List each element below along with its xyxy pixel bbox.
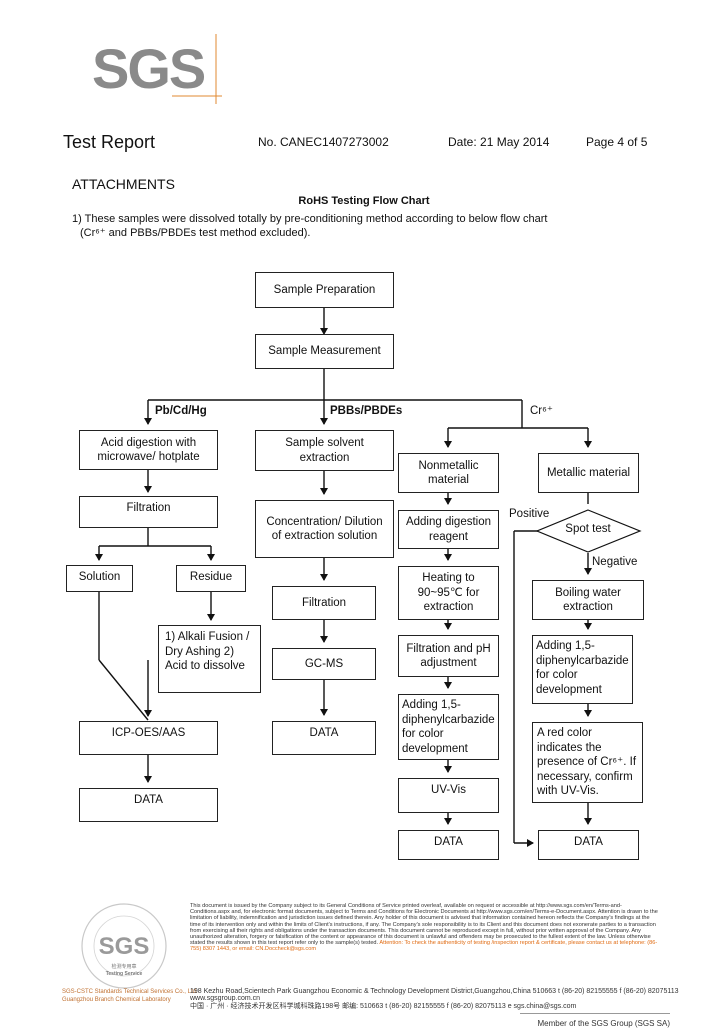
sample-measurement-box: Sample Measurement [255, 334, 394, 369]
positive-label: Positive [509, 508, 550, 520]
stamp-line-2: Guangzhou Branch Chemical Laboratory [62, 997, 171, 1003]
branch-label-pb: Pb/Cd/Hg [155, 405, 207, 417]
stamp-logo-text: SGS [99, 933, 150, 960]
footer-disclaimer: This document is issued by the Company s… [190, 903, 658, 953]
page-number: Page 4 of 5 [586, 135, 648, 149]
branch-label-cr: Cr⁶⁺ [530, 405, 553, 417]
filtration-box-2: Filtration [272, 586, 376, 620]
gcms-box: GC-MS [272, 648, 376, 680]
report-title: Test Report [63, 132, 156, 152]
boiling-water-box: Boiling water extraction [532, 580, 644, 620]
red-color-box: A red color indicates the presence of Cr… [532, 722, 643, 803]
alkali-fusion-box: 1) Alkali Fusion / Dry Ashing 2) Acid to… [158, 625, 261, 693]
sgs-logo: SGS [72, 30, 222, 106]
negative-label: Negative [592, 556, 638, 568]
adding-digestion-box: Adding digestion reagent [398, 510, 499, 549]
attention-text: Attention: To check the authenticity of … [190, 940, 658, 953]
stamp-text-cn: 检测专用章 [111, 963, 136, 970]
solvent-extraction-box: Sample solvent extraction [255, 430, 394, 471]
data-box-3: DATA [398, 830, 499, 860]
intro-line-1: 1) These samples were dissolved totally … [72, 213, 548, 225]
concentration-box: Concentration/ Dilution of extraction so… [255, 500, 394, 558]
sgs-stamp-logo: SGS 检测专用章 Testing Service [66, 900, 186, 1010]
solution-box: Solution [66, 565, 133, 592]
metallic-box: Metallic material [538, 453, 639, 493]
sample-preparation-box: Sample Preparation [255, 272, 394, 308]
heating-box: Heating to 90~95℃ for extraction [398, 566, 499, 620]
disclaimer-text: This document is issued by the Company s… [190, 903, 658, 947]
report-date: Date: 21 May 2014 [448, 135, 550, 149]
filtration-box-1: Filtration [79, 496, 218, 528]
spot-test-diamond [535, 509, 642, 553]
spot-test-label: Spot test [565, 523, 611, 535]
data-box-1: DATA [79, 788, 218, 822]
data-box-4: DATA [538, 830, 639, 860]
footer-divider [520, 1013, 670, 1014]
residue-box: Residue [176, 565, 246, 592]
icp-box: ICP-OES/AAS [79, 721, 218, 755]
adding-dpc-box-2: Adding 1,5-diphenylcarbazide for color d… [532, 635, 633, 704]
filtration-ph-box: Filtration and pH adjustment [398, 635, 499, 677]
report-number: No. CANEC1407273002 [258, 135, 389, 149]
nonmetallic-box: Nonmetallic material [398, 453, 499, 493]
stamp-line-1: SGS-CSTC Standards Technical Services Co… [62, 989, 198, 995]
flow-chart-title: RoHS Testing Flow Chart [298, 195, 430, 207]
adding-dpc-box-1: Adding 1,5-diphenylcarbazide for color d… [398, 694, 499, 760]
stamp-text-en: Testing Service [106, 971, 143, 977]
intro-text: 1) These samples were dissolved totally … [72, 212, 672, 240]
intro-line-2: (Cr⁶⁺ and PBBs/PBDEs test method exclude… [80, 227, 311, 239]
uvvis-box: UV-Vis [398, 778, 499, 813]
address-en: 198 Kezhu Road,Scientech Park Guangzhou … [190, 988, 679, 1002]
stamp-lines: SGS-CSTC Standards Technical Services Co… [62, 988, 198, 1004]
acid-digestion-box: Acid digestion with microwave/ hotplate [79, 430, 218, 470]
address-cn: 中国 · 广州 · 经济技术开发区科学城科珠路198号 邮编: 510663 t… [190, 1003, 577, 1010]
section-heading: ATTACHMENTS [72, 176, 175, 192]
member-text: Member of the SGS Group (SGS SA) [537, 1019, 671, 1028]
data-box-2: DATA [272, 721, 376, 755]
sgs-logo-text: SGS [92, 37, 205, 100]
alkali-fusion-text: 1) Alkali Fusion / Dry Ashing 2) Acid to… [165, 631, 250, 672]
branch-label-pbb: PBBs/PBDEs [330, 405, 403, 417]
